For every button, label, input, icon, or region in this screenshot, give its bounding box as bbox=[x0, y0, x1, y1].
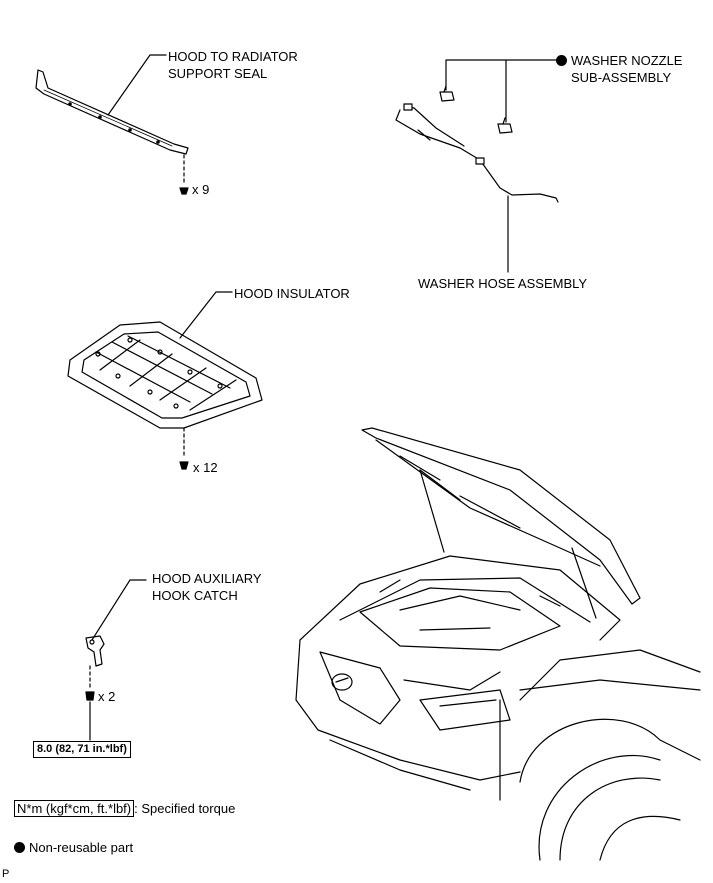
seal-leader-line bbox=[107, 54, 167, 116]
torque-legend-unit-box: N*m (kgf*cm, ft.*lbf) bbox=[14, 800, 135, 817]
hood-auxiliary-hook-catch bbox=[85, 635, 105, 667]
seal-clip-icon bbox=[179, 187, 189, 195]
hook-leader-line bbox=[91, 579, 147, 641]
washer-nozzle-label-group: WASHER NOZZLE SUB-ASSEMBLY bbox=[556, 52, 682, 86]
insulator-clip-count: x 12 bbox=[193, 460, 218, 475]
non-reusable-legend-text: Non-reusable part bbox=[29, 840, 134, 855]
washer-nozzle-left bbox=[439, 85, 455, 102]
washer-hose bbox=[395, 103, 559, 203]
seal-clip-count: x 9 bbox=[192, 182, 210, 197]
label-hood-insulator: HOOD INSULATOR bbox=[234, 286, 350, 301]
torque-legend: N*m (kgf*cm, ft.*lbf): Specified torque bbox=[14, 800, 235, 817]
car-front-illustration bbox=[295, 427, 701, 861]
torque-legend-text: : Specified torque bbox=[134, 801, 236, 816]
hood-insulator bbox=[67, 321, 263, 429]
insulator-clip-icon bbox=[179, 461, 189, 470]
nozzle-leader-line bbox=[445, 59, 557, 123]
washer-nozzle-right bbox=[497, 117, 513, 134]
insulator-leader-line bbox=[179, 291, 233, 339]
label-hood-auxiliary-hook-catch: HOOD AUXILIARY HOOK CATCH bbox=[152, 571, 262, 603]
torque-specification-box: 8.0 (82, 71 in.*lbf) bbox=[33, 741, 131, 758]
hook-bolt-icon bbox=[85, 691, 95, 701]
corner-mark: P bbox=[2, 868, 10, 880]
non-reusable-legend: Non-reusable part bbox=[14, 839, 133, 856]
non-reusable-bullet-icon bbox=[556, 55, 567, 66]
label-washer-nozzle-sub-assembly: WASHER NOZZLE SUB-ASSEMBLY bbox=[571, 53, 683, 85]
label-washer-hose-assembly: WASHER HOSE ASSEMBLY bbox=[418, 276, 588, 291]
hood-to-radiator-support-seal bbox=[35, 69, 189, 155]
label-hood-to-radiator-support-seal: HOOD TO RADIATOR SUPPORT SEAL bbox=[168, 49, 298, 81]
hook-bolt-count: x 2 bbox=[98, 689, 116, 704]
non-reusable-legend-icon bbox=[14, 842, 25, 853]
